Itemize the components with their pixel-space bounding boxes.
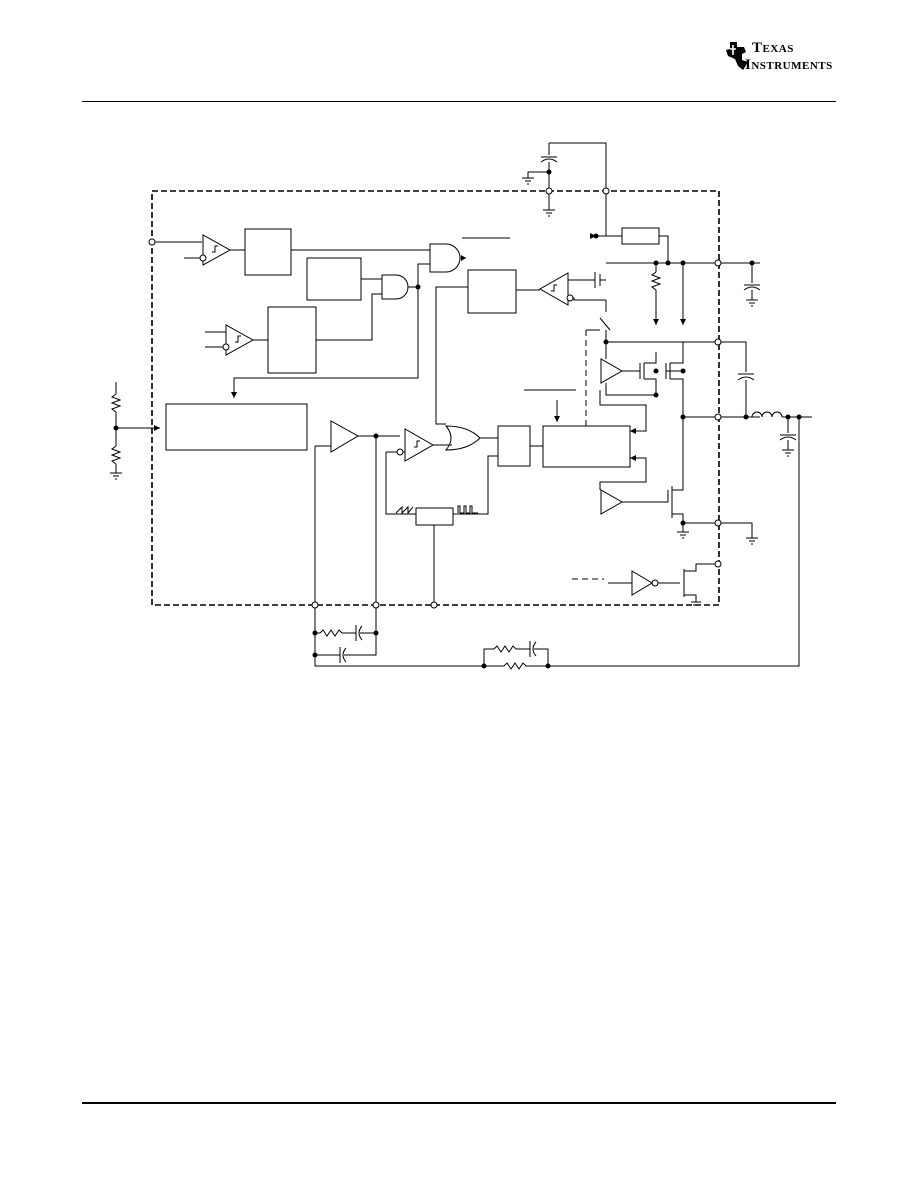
- inductor-symbol: [751, 411, 783, 418]
- logic-block: [467, 269, 517, 314]
- comparator: [538, 272, 569, 306]
- or-gate: [444, 425, 481, 451]
- comparator: [202, 234, 232, 266]
- driver-amplifier: [600, 489, 624, 515]
- resistor-symbol: [493, 645, 517, 653]
- logo-line-2: Instruments: [745, 57, 833, 73]
- comparator: [404, 428, 435, 462]
- logic-block: [267, 306, 317, 374]
- supply-cap-group: [522, 142, 607, 236]
- ground-symbol: [543, 209, 555, 217]
- capacitor-symbol: [737, 373, 755, 381]
- block-diagram: [110, 142, 812, 670]
- header-rule: [82, 101, 836, 102]
- logo-line-1: Texas: [752, 40, 794, 56]
- junction-dots: [113, 169, 802, 669]
- sense-resistor: [621, 227, 660, 245]
- resistor-symbol: [110, 445, 122, 465]
- driver-amplifier: [600, 358, 624, 384]
- amplifier: [330, 420, 360, 453]
- footer-rule: [82, 1102, 836, 1104]
- switch-symbol: [599, 317, 611, 331]
- resistor-symbol: [650, 271, 662, 291]
- ground-symbol: [691, 601, 701, 606]
- inverter: [631, 570, 653, 596]
- oscillator-block: [415, 507, 454, 526]
- pulse-waveform: [457, 505, 478, 514]
- ti-state-logo-icon: [726, 42, 748, 70]
- comparator: [225, 324, 255, 356]
- capacitor-symbol: [743, 284, 761, 291]
- ground-symbol: [746, 299, 758, 307]
- logic-block: [165, 403, 308, 451]
- logic-block: [244, 228, 292, 276]
- and-gate: [381, 274, 409, 300]
- ground-symbol: [746, 537, 758, 545]
- logic-block: [542, 425, 631, 468]
- ground-symbol: [110, 472, 122, 480]
- resistor-symbol: [110, 393, 122, 413]
- resistor-symbol: [319, 629, 343, 637]
- capacitor-symbol: [779, 434, 797, 441]
- ti-logo: Texas Instruments: [724, 38, 840, 82]
- pin-circles: [148, 187, 722, 609]
- and-gate: [429, 243, 461, 273]
- ground-symbol: [677, 531, 689, 539]
- logic-block: [497, 425, 531, 467]
- capacitor-symbol: [540, 156, 558, 163]
- ti-logo-text: Texas Instruments: [745, 40, 833, 74]
- logic-block: [306, 257, 362, 301]
- ground-symbol: [522, 177, 534, 185]
- resistor-symbol: [503, 662, 527, 670]
- sawtooth-waveform: [395, 505, 414, 515]
- ground-symbol: [782, 449, 794, 457]
